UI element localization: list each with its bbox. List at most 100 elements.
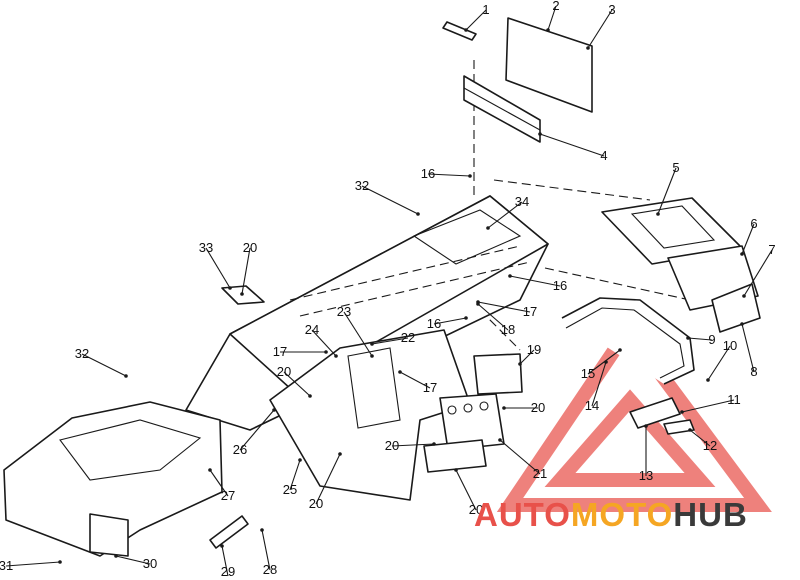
part-panel bbox=[505, 17, 593, 113]
callout-17: 17 bbox=[423, 380, 437, 395]
callout-31: 31 bbox=[0, 558, 13, 573]
callout-13: 13 bbox=[639, 468, 653, 483]
leader-line-20 bbox=[455, 469, 477, 511]
leader-line-17 bbox=[399, 371, 431, 389]
leader-line-20 bbox=[391, 443, 435, 447]
callout-25: 25 bbox=[283, 482, 297, 497]
watermark-moto: MOTO bbox=[570, 496, 674, 533]
hardware-dot-17 bbox=[398, 370, 402, 374]
callout-20: 20 bbox=[385, 438, 399, 453]
watermark-auto: AUTO bbox=[474, 496, 571, 533]
callout-32: 32 bbox=[355, 178, 369, 193]
leader-line-28 bbox=[261, 529, 271, 571]
watermark-hub: HUB bbox=[673, 496, 748, 533]
leader-line-20 bbox=[315, 453, 341, 505]
callout-20: 20 bbox=[469, 502, 483, 517]
hardware-dot-20 bbox=[454, 468, 458, 472]
hardware-dot-20 bbox=[338, 452, 342, 456]
leader-line-34 bbox=[487, 201, 523, 229]
part-mounting-block bbox=[473, 353, 523, 395]
part-rear-bracket bbox=[711, 283, 761, 333]
hardware-dot-26 bbox=[272, 408, 276, 412]
hardware-dot-5 bbox=[656, 212, 660, 216]
part-tunnel-frame bbox=[185, 195, 549, 431]
hardware-dot-4 bbox=[538, 132, 542, 136]
callout-8: 8 bbox=[750, 364, 757, 379]
callout-19: 19 bbox=[527, 342, 541, 357]
callout-16: 16 bbox=[427, 316, 441, 331]
callout-22: 22 bbox=[401, 330, 415, 345]
callout-20: 20 bbox=[309, 496, 323, 511]
callout-34: 34 bbox=[515, 194, 529, 209]
callout-20: 20 bbox=[243, 240, 257, 255]
leader-line-30 bbox=[115, 555, 151, 565]
hardware-dot-6 bbox=[740, 252, 744, 256]
hardware-dot-8 bbox=[740, 322, 744, 326]
callout-7: 7 bbox=[768, 242, 775, 257]
leader-line-16 bbox=[509, 275, 561, 287]
callout-32: 32 bbox=[75, 346, 89, 361]
leader-line-7 bbox=[743, 249, 773, 297]
hardware-dot-23 bbox=[370, 354, 374, 358]
hardware-dot-10 bbox=[706, 378, 710, 382]
leader-line-6 bbox=[741, 223, 755, 255]
leader-line-9 bbox=[687, 337, 713, 341]
leader-lines bbox=[5, 5, 773, 577]
hardware-dot-18 bbox=[476, 302, 480, 306]
hardware-dot-29 bbox=[220, 544, 224, 548]
leader-line-12 bbox=[689, 429, 711, 447]
leader-line-11 bbox=[681, 399, 735, 413]
leader-line-1 bbox=[465, 9, 487, 31]
callout-24: 24 bbox=[305, 322, 319, 337]
callout-1: 1 bbox=[482, 2, 489, 17]
part-front-frame bbox=[3, 401, 223, 557]
hardware-dot-11 bbox=[680, 410, 684, 414]
hardware-dot-30 bbox=[114, 554, 118, 558]
hardware-dot-19 bbox=[518, 362, 522, 366]
leader-line-32 bbox=[81, 353, 127, 377]
hardware-dot-13 bbox=[644, 424, 648, 428]
part-lower-bracket bbox=[423, 439, 487, 473]
hardware-dot-16 bbox=[508, 274, 512, 278]
callout-28: 28 bbox=[263, 562, 277, 577]
leader-line-33 bbox=[205, 247, 231, 289]
part-bumper-bar bbox=[561, 297, 695, 385]
hardware-dot-24 bbox=[334, 354, 338, 358]
leader-line-23 bbox=[343, 311, 373, 357]
hardware-dot-34 bbox=[486, 226, 490, 230]
callout-11: 11 bbox=[727, 392, 741, 407]
hardware-dot-21 bbox=[498, 438, 502, 442]
hardware-dot-20 bbox=[308, 394, 312, 398]
hardware-dot-20 bbox=[502, 406, 506, 410]
callout-29: 29 bbox=[221, 564, 235, 579]
leader-line-15 bbox=[587, 349, 621, 375]
watermark-triangle-logo bbox=[496, 317, 772, 512]
callout-10: 10 bbox=[723, 338, 737, 353]
leader-line-27 bbox=[209, 469, 229, 497]
callout-30: 30 bbox=[143, 556, 157, 571]
hardware-dot-7 bbox=[742, 294, 746, 298]
hardware-dot-17 bbox=[324, 350, 328, 354]
leader-line-10 bbox=[707, 345, 731, 381]
hardware-dot-28 bbox=[260, 528, 264, 532]
callout-23: 23 bbox=[337, 304, 351, 319]
leader-line-20 bbox=[241, 247, 251, 295]
leader-line-32 bbox=[361, 185, 419, 215]
leader-line-25 bbox=[289, 459, 301, 491]
leader-line-8 bbox=[741, 323, 755, 373]
callout-5: 5 bbox=[672, 160, 679, 175]
leader-line-4 bbox=[539, 133, 605, 157]
callout-2: 2 bbox=[552, 0, 559, 13]
leader-line-5 bbox=[657, 167, 677, 215]
hardware-dot-20 bbox=[432, 442, 436, 446]
leader-line-26 bbox=[239, 409, 275, 451]
callout-4: 4 bbox=[600, 148, 607, 163]
leader-line-18 bbox=[477, 303, 509, 331]
callout-17: 17 bbox=[523, 304, 537, 319]
callout-9: 9 bbox=[708, 332, 715, 347]
hardware-dot-20 bbox=[240, 292, 244, 296]
callout-26: 26 bbox=[233, 442, 247, 457]
part-small-arm bbox=[209, 515, 249, 549]
